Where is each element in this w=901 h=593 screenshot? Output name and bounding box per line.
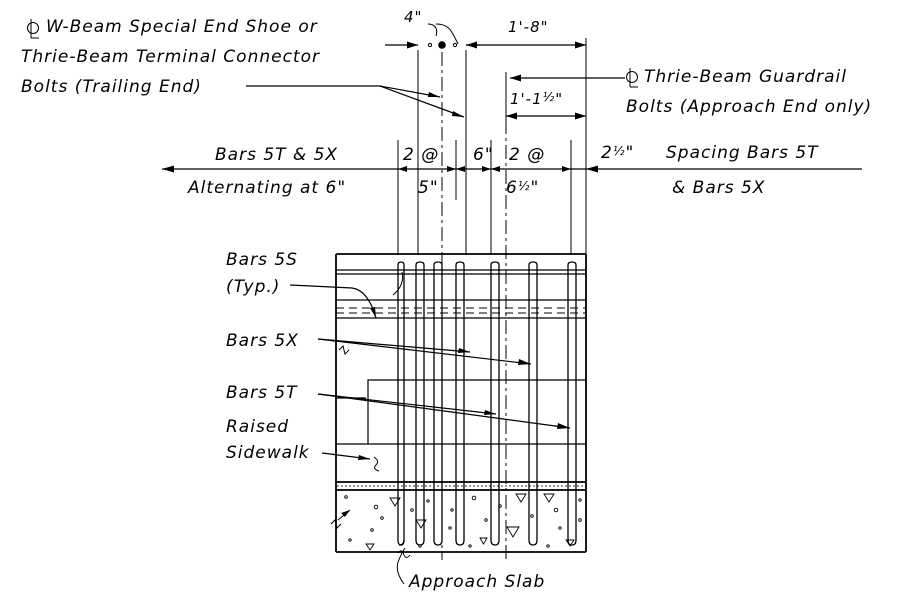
bar-5s-3 xyxy=(433,261,443,266)
dim-2at5-arrow-left xyxy=(398,166,407,172)
bars-5x-leader-long xyxy=(317,338,532,365)
bars-5s-label-line2: (Typ.) xyxy=(226,277,280,297)
section-view xyxy=(330,253,587,553)
bars-5t-leader-long xyxy=(317,393,571,429)
left-spacing-arrow xyxy=(162,165,174,173)
thrie-note-line1: Thrie-Beam Guardrail xyxy=(644,67,847,87)
wbeam-note-line2: Thrie-Beam Terminal Connector xyxy=(21,47,320,67)
left-spacing-top-text: Bars 5T & 5X xyxy=(215,145,338,165)
centerline-symbol-icon xyxy=(27,19,39,39)
dim-1ft1half-text: 1'-1½" xyxy=(510,90,563,108)
dim-6in-arrow-left xyxy=(456,166,465,172)
dim-5in-text: 5" xyxy=(418,178,439,198)
centerline-symbol-icon xyxy=(626,68,638,88)
wbeam-note-line1: W-Beam Special End Shoe or xyxy=(46,17,318,37)
slab-edge-arrowhead xyxy=(341,510,350,517)
dim-1ft8in-text: 1'-8" xyxy=(508,18,549,36)
dim-2half-text: 2½" xyxy=(601,143,634,163)
bars-5s-label-line1: Bars 5S xyxy=(226,250,298,270)
approach-slab-squiggle xyxy=(397,550,411,558)
centerline-wbeam-note: W-Beam Special End Shoe or Thrie-Beam Te… xyxy=(21,17,465,118)
bar-5s-5 xyxy=(490,261,500,546)
bar-5s-2 xyxy=(415,261,425,540)
dim-2at-right-text: 2 @ xyxy=(509,145,545,165)
bars-5x-leader-arrowhead xyxy=(518,359,531,365)
dim-4in-text: 4" xyxy=(404,8,422,26)
dim-1ft1half-arrow-left xyxy=(506,112,517,120)
raised-sidewalk-label-line1: Raised xyxy=(226,417,289,437)
dim-2at-left-text: 2 @ xyxy=(403,145,439,165)
break-mark-lower-icon xyxy=(330,519,342,529)
dim-1ft8in-arrow xyxy=(575,41,586,49)
dimension-1ft-8in: 1'-8" xyxy=(466,18,586,49)
bars-5s-group xyxy=(397,261,577,546)
right-spacing-top-text: Spacing Bars 5T xyxy=(666,143,819,163)
dim-4in-leader xyxy=(427,23,459,45)
bars-5t-leader-arrowhead xyxy=(557,423,570,429)
bars-5t-leader-short xyxy=(317,393,497,415)
dim-6half-text: 6½" xyxy=(506,178,539,198)
wbeam-leader-arrowhead-b xyxy=(452,111,464,117)
bars-5t-label: Bars 5T xyxy=(226,383,298,403)
raised-sidewalk-squiggle xyxy=(373,456,380,472)
break-mark-icon xyxy=(338,345,350,355)
slab-band-fill xyxy=(336,482,586,490)
bolt-small-circle-right-icon xyxy=(452,42,458,48)
approach-slab-label: Approach Slab xyxy=(408,572,545,592)
raised-sidewalk-arrowhead xyxy=(358,455,370,460)
bar-5s-4 xyxy=(455,261,465,546)
wbeam-note-line3: Bolts (Trailing End) xyxy=(21,77,202,97)
thrie-leader-arrowhead xyxy=(510,74,521,82)
aggregate-pattern xyxy=(344,493,582,551)
spacing-dimension-row: Bars 5T & 5X Alternating at 6" 2 @ 5" 6"… xyxy=(162,143,862,198)
thrie-note-line2: Bolts (Approach End only) xyxy=(626,97,872,117)
bar-5s-6 xyxy=(528,261,538,546)
dim-1ft1half-arrow-right xyxy=(575,112,586,120)
wbeam-leader-arrowhead-a xyxy=(428,92,440,97)
bar-5t-bent xyxy=(367,379,586,444)
bars-5s-hook-leader xyxy=(392,271,404,296)
wbeam-leader-to-bolt-b xyxy=(379,85,465,118)
left-spacing-bottom-text: Alternating at 6" xyxy=(187,178,346,198)
bars-5x-leader-arrowhead-2 xyxy=(458,348,470,353)
raised-sidewalk-label-line2: Sidewalk xyxy=(226,443,310,463)
bolt-small-circle-left-icon xyxy=(427,42,433,48)
dim-6in-text: 6" xyxy=(473,145,494,165)
bars-5x-label: Bars 5X xyxy=(226,331,299,351)
dim-2at6half-arrow-left xyxy=(491,166,500,172)
side-labels: Bars 5S (Typ.) Bars 5X Bars 5T Raised Si… xyxy=(226,250,571,592)
bars-5x-leader-short xyxy=(317,338,471,353)
dimension-4in: 4" xyxy=(385,8,480,49)
bolt-dot-icon xyxy=(438,41,446,49)
bars-5t-leader-arrowhead-2 xyxy=(484,410,496,415)
dim-4in-arrow-left xyxy=(407,41,418,49)
dimension-1ft-1half-in: 1'-1½" xyxy=(506,90,586,120)
centerline-thrie-note: Thrie-Beam Guardrail Bolts (Approach End… xyxy=(510,67,872,117)
dim-2at6half-arrow-right xyxy=(562,166,571,172)
right-spacing-bottom-text: & Bars 5X xyxy=(672,178,765,198)
dim-6in-arrow-right xyxy=(482,166,491,172)
dim-2at5-arrow-right xyxy=(447,166,456,172)
bars-5s-leader-arrowhead xyxy=(370,307,376,318)
right-spacing-arrow xyxy=(586,165,598,173)
bar-5s-7 xyxy=(567,261,577,546)
approach-slab-leader xyxy=(396,547,406,585)
